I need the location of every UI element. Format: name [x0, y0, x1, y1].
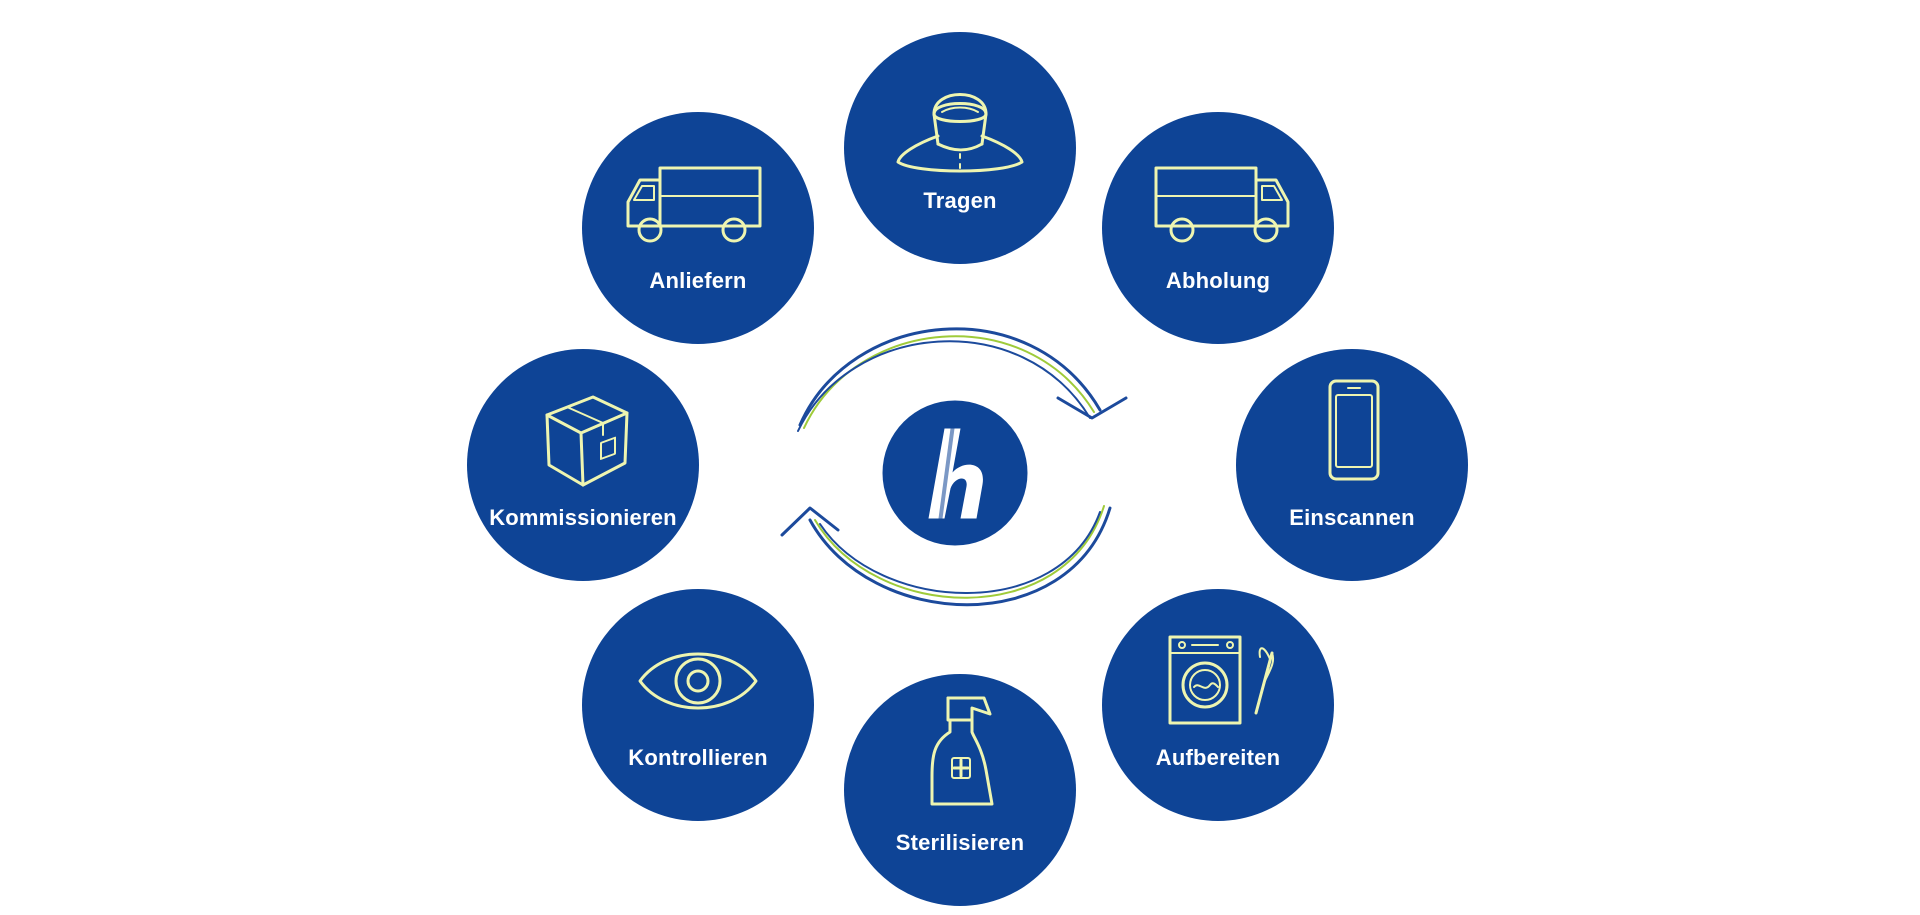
step-label: Sterilisieren [895, 830, 1025, 855]
step-label: Kommissionieren [489, 505, 677, 530]
step-sterilisieren[interactable]: Sterilisieren [844, 674, 1076, 906]
spray-bottle-icon [876, 696, 1044, 816]
step-label: Einscannen [1289, 505, 1415, 530]
step-tragen[interactable]: Tragen [844, 32, 1076, 264]
step-anliefern[interactable]: Anliefern [582, 112, 814, 344]
step-label: Abholung [1165, 268, 1271, 293]
step-label: Kontrollieren [628, 745, 768, 770]
center-logo [882, 400, 1028, 546]
step-abholung[interactable]: Abholung [1102, 112, 1334, 344]
box-icon [499, 383, 667, 491]
step-aufbereiten[interactable]: Aufbereiten [1102, 589, 1334, 821]
step-kontrollieren[interactable]: Kontrollieren [582, 589, 814, 821]
washing-machine-needle-icon [1134, 623, 1302, 731]
cycle-arrow-top [797, 327, 1128, 432]
step-einscannen[interactable]: Einscannen [1236, 349, 1468, 581]
step-label: Aufbereiten [1155, 745, 1281, 770]
cycle-arrow-bottom [780, 505, 1112, 607]
smartphone-icon [1268, 379, 1436, 491]
eye-icon [614, 623, 782, 731]
wearer-gown-icon [876, 66, 1044, 174]
step-label: Anliefern [649, 268, 747, 293]
step-label: Tragen [923, 188, 997, 213]
delivery-truck-icon [614, 146, 782, 254]
brand-b-logo-icon [928, 428, 983, 519]
pickup-truck-icon [1134, 146, 1302, 254]
step-kommissionieren[interactable]: Kommissionieren [467, 349, 699, 581]
